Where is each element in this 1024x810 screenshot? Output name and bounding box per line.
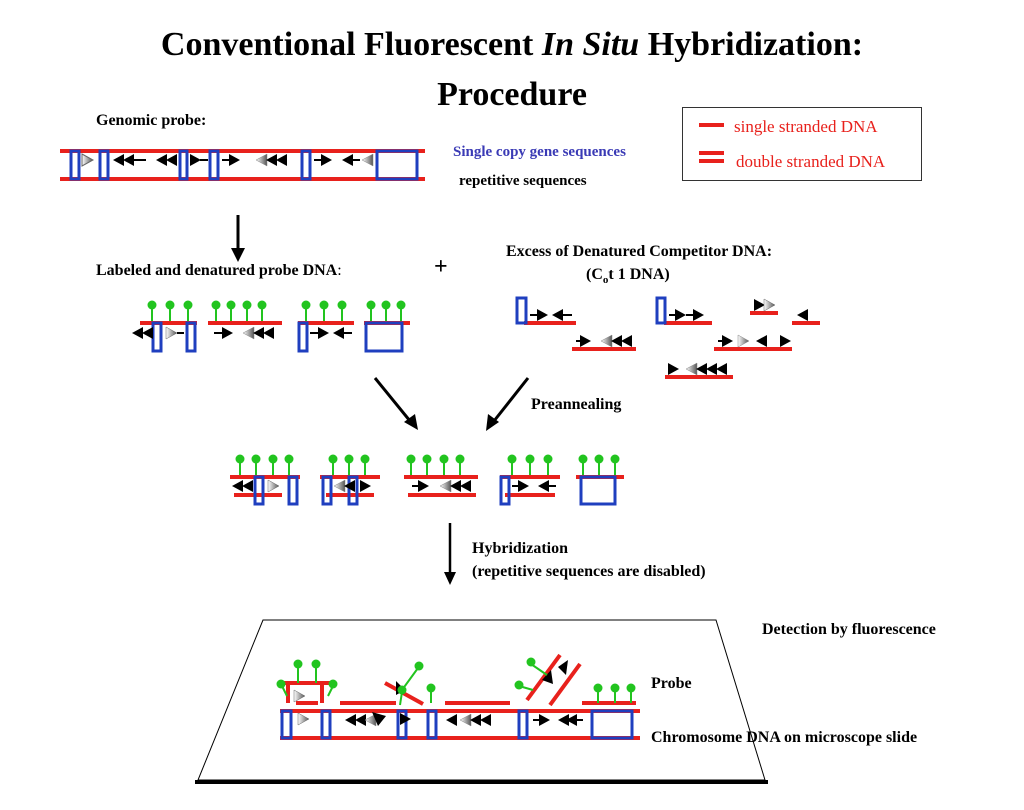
- single-copy-label: Single copy gene sequences: [453, 144, 626, 160]
- legend-double-label: double stranded DNA: [736, 152, 886, 171]
- arrow-down-1: [231, 215, 245, 262]
- legend-swatches: [699, 123, 724, 163]
- preannealed-fragments: [230, 454, 624, 506]
- preannealing-arrows: [373, 377, 530, 431]
- chromosome-hybridization: [276, 653, 640, 740]
- competitor-dna-fragments: [515, 296, 820, 379]
- competitor-open: (C: [586, 266, 603, 283]
- hybridization-label: Hybridization: [472, 540, 569, 557]
- legend: [682, 107, 922, 181]
- title-italic: In Situ: [541, 26, 640, 63]
- competitor-sub: o: [602, 274, 609, 287]
- competitor-label-line1: Excess of Denatured Competitor DNA:: [506, 243, 773, 260]
- competitor-label-line2: (Cot 1 DNA): [586, 266, 670, 286]
- microscope-slide: [195, 619, 768, 784]
- plus-sign: +: [434, 254, 448, 280]
- page-title: Conventional Fluorescent In Situ Hybridi…: [0, 26, 1024, 64]
- competitor-rest: t 1 DNA): [608, 266, 670, 283]
- labeled-probe-label: Labeled and denatured probe DNA:: [96, 262, 342, 280]
- detection-label: Detection by fluorescence: [762, 621, 936, 638]
- repetitive-label: repetitive sequences: [459, 173, 587, 189]
- arrow-down-2: [444, 523, 456, 585]
- title-part1: Conventional Fluorescent: [160, 26, 534, 63]
- labeled-probe-colon: :: [337, 262, 342, 279]
- title-part2: Hybridization:: [647, 26, 864, 63]
- legend-single-label: single stranded DNA: [734, 117, 878, 136]
- page-title-line2: Procedure: [437, 76, 587, 113]
- genomic-probe-label: Genomic probe:: [96, 112, 207, 129]
- preannealing-label: Preannealing: [531, 396, 622, 413]
- labeled-probe-text: Labeled and denatured probe DNA: [96, 262, 338, 279]
- genomic-probe-dna: [60, 149, 425, 181]
- hybridization-sublabel: (repetitive sequences are disabled): [472, 563, 706, 580]
- labeled-probe-fragments: [132, 300, 410, 353]
- chromosome-label: Chromosome DNA on microscope slide: [651, 729, 918, 746]
- probe-label: Probe: [651, 675, 692, 692]
